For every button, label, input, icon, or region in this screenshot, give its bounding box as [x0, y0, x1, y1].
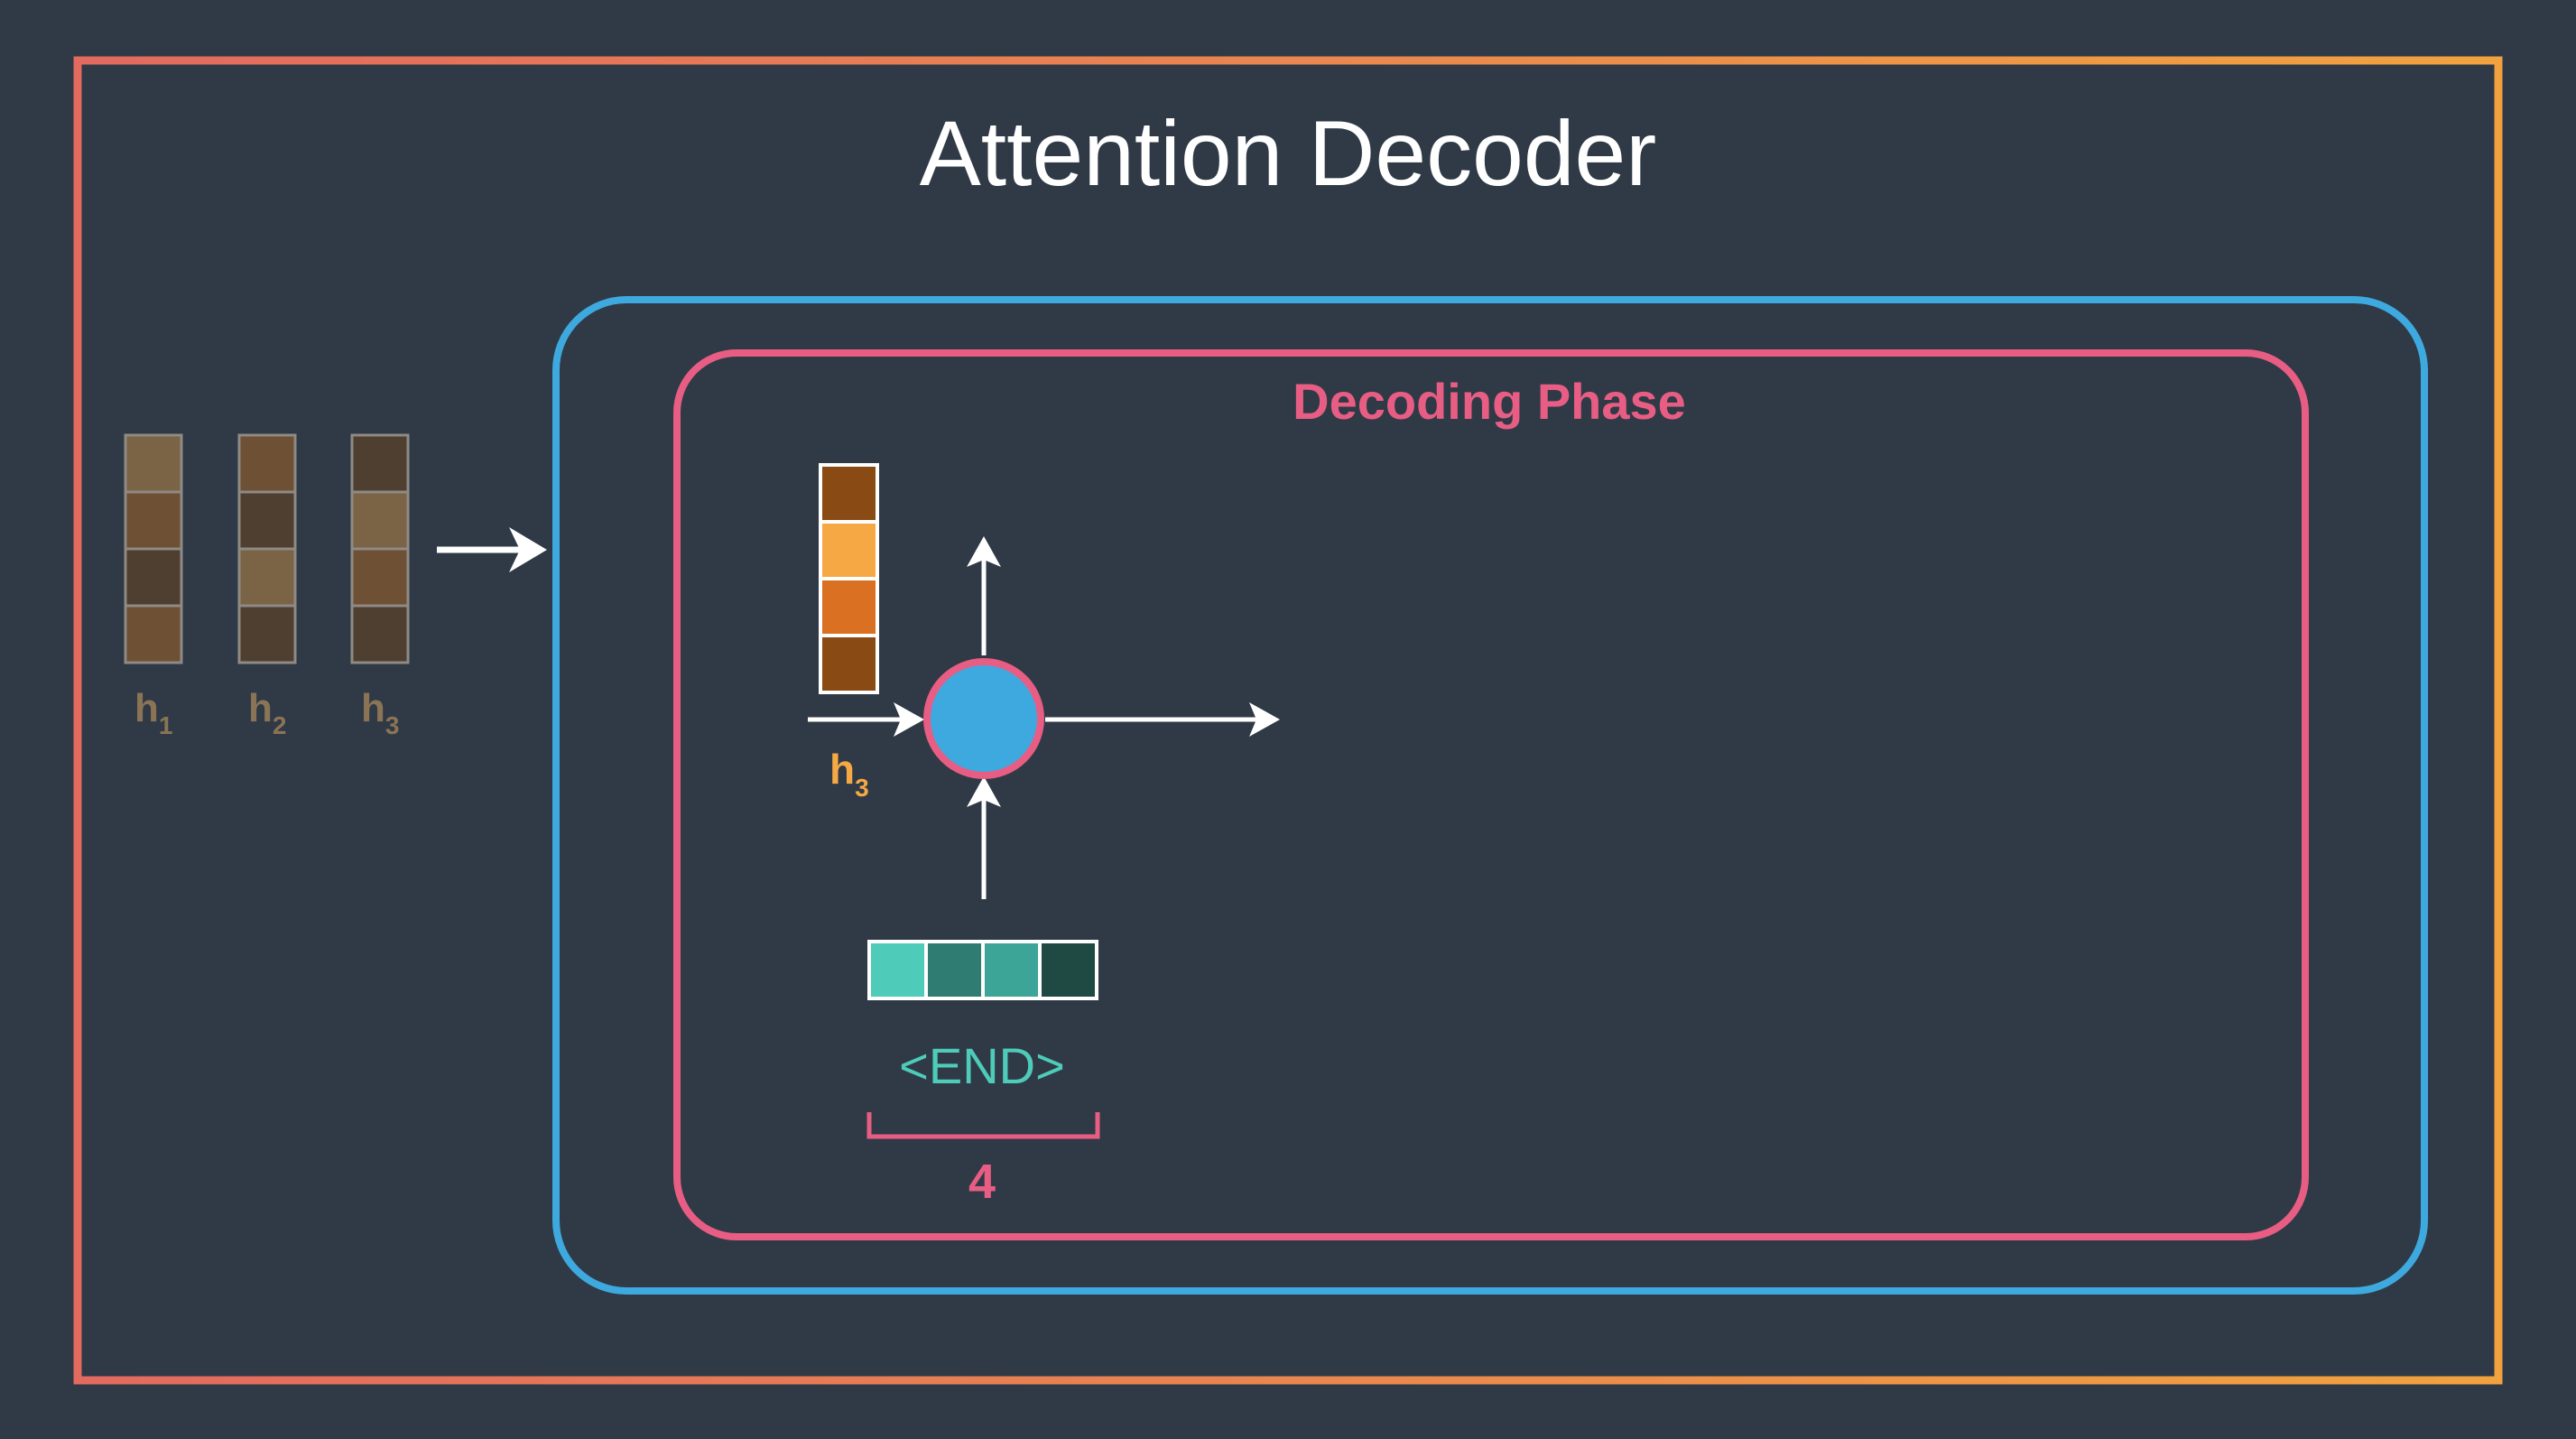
hidden-state-arrow	[1045, 702, 1280, 737]
timestep-bracket	[866, 1112, 1100, 1139]
encoder-state-cell	[124, 433, 183, 494]
encoder-state-cell	[350, 433, 410, 494]
encoder-state-cell	[237, 604, 297, 664]
encoder-state-cell	[237, 547, 297, 608]
decoding-phase-label: Decoding Phase	[1293, 373, 1686, 430]
context-vector-cell	[819, 463, 879, 524]
decoder-box	[552, 296, 2428, 1295]
encoder-state-cell	[237, 433, 297, 494]
right-arrow-icon	[437, 527, 547, 572]
encoder-state-cell	[124, 547, 183, 608]
diagram-title: Attention Decoder	[920, 102, 1657, 205]
input-embedding-cell	[867, 940, 928, 1000]
context-vector-cell	[819, 520, 879, 580]
input-embedding	[867, 940, 1098, 1000]
encoder-state-cell	[350, 604, 410, 664]
encoder-state-cell	[350, 490, 410, 551]
input-arrow	[967, 776, 1001, 899]
input-embedding-cell	[924, 940, 985, 1000]
context-vector-label: h3	[829, 746, 869, 802]
encoder-state-label: h2	[248, 686, 286, 739]
timestep-label: 4	[968, 1155, 996, 1209]
context-arrow	[808, 702, 924, 737]
rnn-cell	[923, 658, 1044, 779]
input-embedding-cell	[1038, 940, 1098, 1000]
encoder-state-cell	[237, 490, 297, 551]
decoding-phase-box	[673, 349, 2309, 1240]
context-vector-cell	[819, 634, 879, 694]
encoder-states: h1 h2 h3	[124, 433, 410, 739]
up-arrow-icon	[967, 536, 1001, 655]
encoder-state-label: h1	[134, 686, 172, 739]
outer-frame	[73, 56, 2503, 1385]
context-vector	[819, 463, 879, 694]
encoder-state-label: h3	[361, 686, 399, 739]
input-embedding-cell	[981, 940, 1042, 1000]
encoder-state-cell	[124, 604, 183, 664]
input-token-label: <END>	[899, 1037, 1065, 1094]
encoder-state-cell	[124, 490, 183, 551]
context-vector-cell	[819, 577, 879, 637]
encoder-state-cell	[350, 547, 410, 608]
